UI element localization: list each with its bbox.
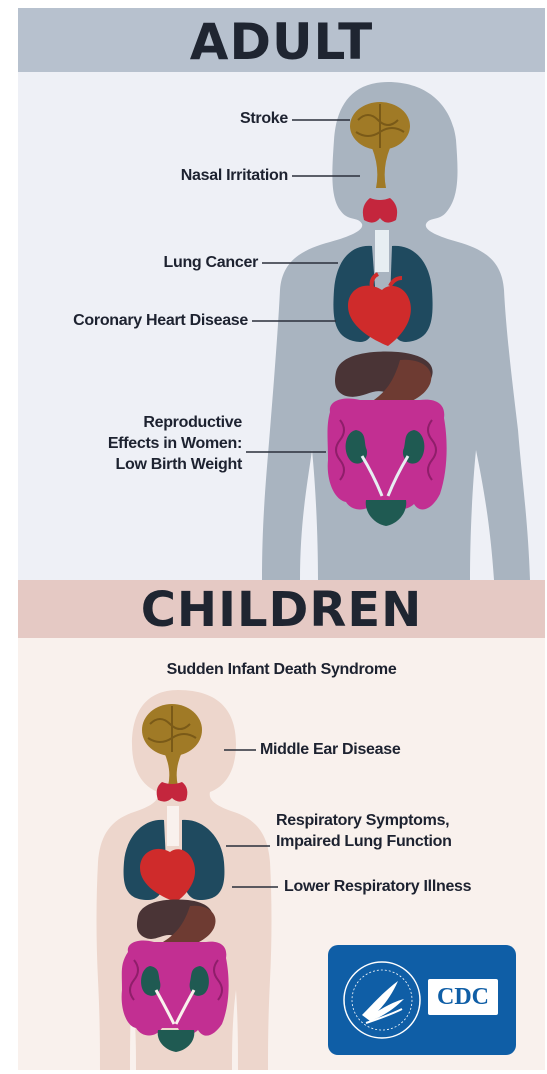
label-reproductive-effects: Reproductive Effects in Women: Low Birth… [60, 412, 242, 475]
label-middle-ear-disease: Middle Ear Disease [260, 739, 400, 760]
label-lung-cancer: Lung Cancer [120, 252, 258, 273]
label-respiratory-symptoms: Respiratory Symptoms, Impaired Lung Func… [276, 810, 452, 852]
label-stroke: Stroke [180, 108, 288, 129]
label-sids: Sudden Infant Death Syndrome [18, 659, 545, 680]
hhs-eagle-icon [332, 945, 432, 1055]
cdc-logo: CDC [328, 945, 516, 1055]
label-coronary-heart-disease: Coronary Heart Disease [40, 310, 248, 331]
label-nasal-irritation: Nasal Irritation [120, 165, 288, 186]
child-intestines [122, 940, 229, 1035]
cdc-wordmark: CDC [428, 979, 498, 1015]
label-lower-respiratory-illness: Lower Respiratory Illness [284, 876, 471, 897]
adult-intestines [328, 399, 447, 510]
